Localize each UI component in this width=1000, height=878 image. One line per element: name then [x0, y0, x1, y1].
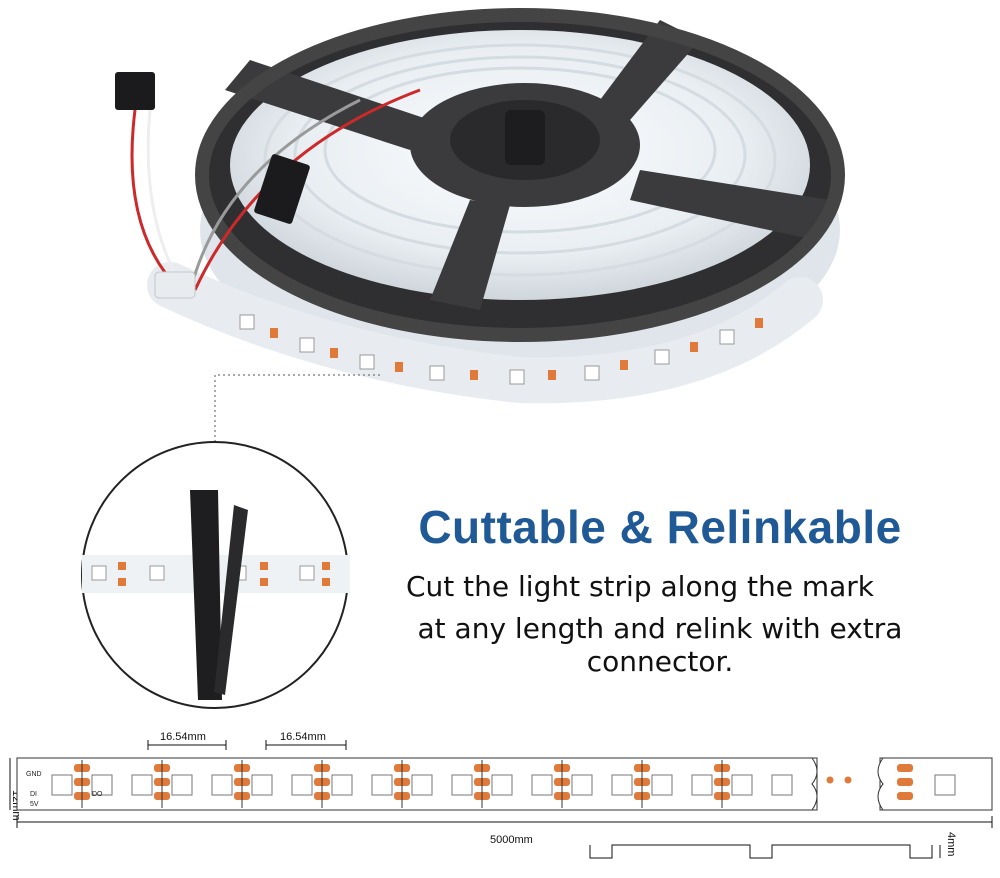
led-chip [611, 774, 633, 796]
thickness-label: 4mm [945, 832, 957, 856]
led-strip-reel-photo [115, 8, 845, 404]
pad-5v-label: 5V [30, 801, 39, 808]
led-chip [651, 774, 673, 796]
led-chip [491, 774, 513, 796]
length-label: 5000mm [490, 834, 533, 846]
pad-di-label: DI [30, 791, 37, 798]
led-chip [51, 774, 73, 796]
led-chip [371, 774, 393, 796]
led-chip [531, 774, 553, 796]
led-chip [571, 774, 593, 796]
led-chip [451, 774, 473, 796]
pad-do-label: DO [92, 791, 103, 798]
pitch-label-1: 16.54mm [160, 731, 206, 743]
strip-dimension-diagram: 12mm 16.54mm 16.54mm GND DI 5V DO 5000mm… [9, 731, 993, 859]
copper-pad [897, 778, 913, 786]
led-chip [91, 774, 113, 796]
led-chip [731, 774, 753, 796]
description-line-1: Cut the light strip along the mark [405, 570, 874, 603]
led-chip [131, 774, 153, 796]
led-chip [291, 774, 313, 796]
cut-zoom-callout [81, 374, 380, 709]
headline: Cuttable & Relinkable [418, 501, 902, 553]
led-chip [691, 774, 713, 796]
description-line-2: at any length and relink with extra conn… [417, 612, 903, 678]
led-chip [211, 774, 233, 796]
led-chip [411, 774, 433, 796]
led-chip [934, 774, 956, 796]
led-chip [771, 774, 793, 796]
copper-pad [897, 764, 913, 772]
led-chip [331, 774, 353, 796]
copper-pad [897, 792, 913, 800]
led-chip [251, 774, 273, 796]
pad-gnd-label: GND [26, 771, 42, 778]
pitch-label-2: 16.54mm [280, 731, 326, 743]
led-chip [171, 774, 193, 796]
